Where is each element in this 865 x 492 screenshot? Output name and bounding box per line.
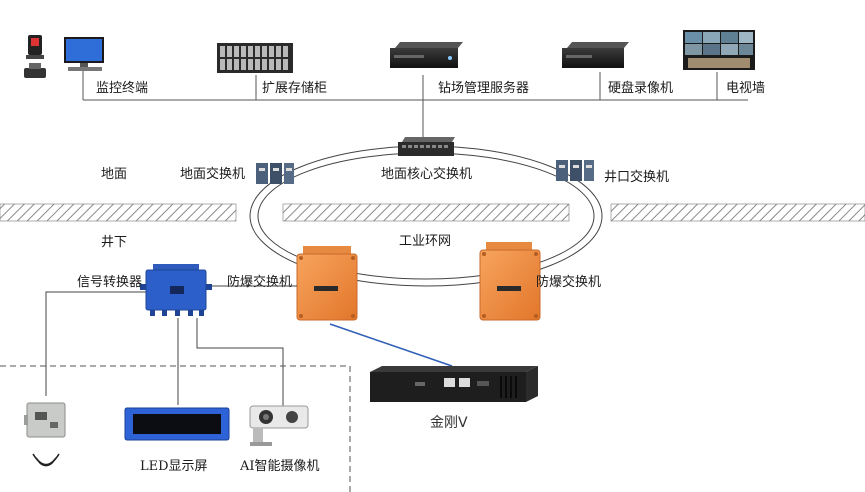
label-core-switch: 地面核心交换机 [381,166,472,182]
led-display-icon [124,407,230,441]
ground-bar-left [0,203,237,222]
signal-converter-icon [140,264,212,316]
label-monitor-terminal: 监控终端 [96,80,148,96]
din-switch-icon-2 [556,160,594,181]
sensor-box-icon [24,402,66,438]
storage-cabinet: 扩展存储柜 [217,43,327,96]
label-dvr: 硬盘录像机 [608,80,673,96]
computer-icon [64,37,104,71]
ground-bar-right [610,203,865,222]
explosion-switch-1: 防爆交换机 [227,246,358,321]
wireless-sensor [24,402,66,467]
underground-wiring [45,285,297,408]
edge-box: 金刚V [370,366,538,431]
label-led-screen: LED显示屏 [140,459,208,474]
din-switch-icon [256,163,294,184]
zone-ground-label: 地面 [101,167,127,182]
shaft-switch: 井口交换机 [556,160,669,185]
led-screen: LED显示屏 [124,407,230,474]
camera-icon [249,405,309,446]
label-shaft-switch: 井口交换机 [604,169,669,185]
video-wall: 电视墙 [683,30,765,96]
core-switch-icon [398,137,455,156]
rack-server-icon [390,42,463,68]
link-to-edge-box [329,323,453,367]
label-ai-camera: AI智能摄像机 [239,459,320,474]
label-ground-switch: 地面交换机 [180,166,245,182]
ground-switch: 地面交换机 [180,163,294,184]
label-video-wall: 电视墙 [726,81,765,96]
label-edge-box: 金刚V [430,415,468,431]
ground-bar-middle [282,203,570,222]
label-storage-cabinet: 扩展存储柜 [262,81,327,96]
wireless-signal-icon [32,453,60,467]
storage-array-icon [217,43,293,73]
monitor-terminal: 监控终端 [24,35,148,96]
signal-converter: 信号转换器 [77,264,212,316]
explosion-switch-2: 防爆交换机 [479,242,601,321]
core-switch: 地面核心交换机 [381,137,472,182]
label-explosion-switch-1: 防爆交换机 [227,274,292,290]
alarm-light-icon [24,35,46,78]
top-bus [82,68,748,138]
label-signal-converter: 信号转换器 [77,275,142,290]
video-wall-icon [683,30,755,70]
dvr: 硬盘录像机 [562,42,673,96]
explosion-proof-box-icon-2 [479,242,541,321]
explosion-proof-box-icon [296,246,358,321]
zone-underground-label: 井下 [101,235,127,250]
edge-computing-box-icon [370,366,538,402]
label-explosion-switch-2: 防爆交换机 [536,274,601,290]
underground-area-boundary [0,365,351,492]
label-ring: 工业环网 [399,234,451,249]
field-server: 钻场管理服务器 [390,42,529,96]
ai-camera: AI智能摄像机 [239,405,320,474]
label-field-server: 钻场管理服务器 [438,80,529,96]
dvr-icon [562,42,629,68]
